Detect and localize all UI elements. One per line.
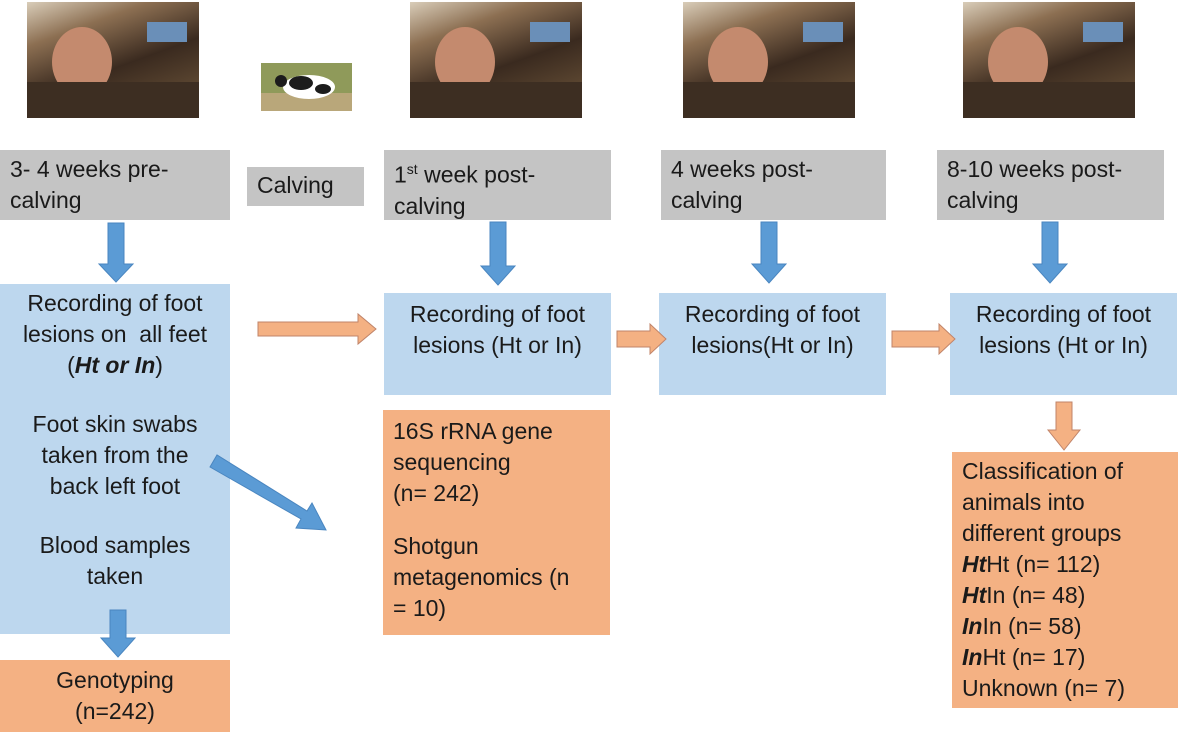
- shotgun-line1: Shotgun: [393, 533, 479, 559]
- genotyping-count: (n=242): [75, 698, 155, 724]
- milking-parlour-photo-3: [683, 2, 855, 118]
- recording-week4-line2: lesions(Ht or In): [691, 332, 854, 358]
- shotgun-line2: metagenomics (n: [393, 564, 570, 590]
- recording-pre-line1: Recording of foot: [27, 290, 203, 316]
- recording-pre-calving: Recording of foot lesions on all feet (H…: [0, 284, 230, 634]
- diagonal-arrow-swabs: [209, 454, 327, 531]
- recording-week1: Recording of foot lesions (Ht or In): [384, 293, 611, 395]
- group-inht-first: In: [962, 644, 983, 670]
- genotyping-label: Genotyping: [56, 667, 174, 693]
- swabs-line2: taken from the: [41, 442, 189, 468]
- stage-pre-calving-line1: 3- 4 weeks pre-: [10, 156, 169, 182]
- right-arrow-week1-to-week4: [616, 322, 667, 356]
- stage-calving: Calving: [247, 167, 364, 206]
- shotgun-line3: = 10): [393, 595, 447, 621]
- recording-week4: Recording of foot lesions(Ht or In): [659, 293, 886, 395]
- shotgun-metagenomics: Shotgun metagenomics (n = 10): [393, 531, 600, 624]
- group-htin: HtIn (n= 48): [962, 580, 1168, 611]
- recording-pre-calving-lesions: Recording of foot lesions on all feet (H…: [0, 288, 230, 381]
- down-arrow-week1: [479, 221, 517, 286]
- classification-heading-3: different groups: [962, 520, 1122, 546]
- recording-pre-line2: lesions on all feet: [22, 321, 208, 347]
- swabs-line1: Foot skin swabs: [32, 411, 198, 437]
- recording-week1-line1: Recording of foot: [409, 301, 586, 327]
- stage-week1-line1: 1st week post-: [394, 154, 601, 191]
- stage-week1-text: week post-: [417, 161, 536, 188]
- recording-pre-emph: Ht or In: [74, 352, 156, 378]
- classification-heading-2: animals into: [962, 489, 1085, 515]
- classification-heading-1: Classification of: [962, 458, 1124, 484]
- rrna-sequencing: 16S rRNA gene sequencing (n= 242): [393, 416, 600, 509]
- group-htht-first: Ht: [962, 551, 987, 577]
- stage-week1-number: 1: [394, 161, 407, 188]
- recording-pre-close: ): [155, 352, 163, 378]
- milking-parlour-photo-2: [410, 2, 582, 118]
- group-inin-rest: In (n= 58): [982, 613, 1082, 639]
- recording-week8-line1: Recording of foot: [975, 301, 1152, 327]
- stage-week8-line2: calving: [947, 187, 1019, 213]
- recording-pre-swabs: Foot skin swabs taken from the back left…: [0, 409, 230, 502]
- stage-pre-calving: 3- 4 weeks pre- calving: [0, 150, 230, 220]
- group-inht: InHt (n= 17): [962, 642, 1168, 673]
- recording-pre-line3: (Ht or In): [0, 350, 230, 381]
- sequencing-box: 16S rRNA gene sequencing (n= 242) Shotgu…: [383, 410, 610, 635]
- rrna-line1: 16S rRNA gene: [393, 418, 553, 444]
- classification-box: Classification of animals into different…: [952, 452, 1178, 708]
- stage-week8: 8-10 weeks post- calving: [937, 150, 1164, 220]
- recording-week4-line1: Recording of foot: [684, 301, 861, 327]
- stage-week4-line2: calving: [671, 187, 743, 213]
- swabs-line3: back left foot: [49, 473, 181, 499]
- down-arrow-week4: [750, 221, 788, 284]
- stage-calving-label: Calving: [257, 172, 334, 198]
- group-htht: HtHt (n= 112): [962, 549, 1168, 580]
- group-unknown: Unknown (n= 7): [962, 675, 1125, 701]
- group-htin-first: Ht: [962, 582, 987, 608]
- genotyping-box: Genotyping (n=242): [0, 660, 230, 732]
- stage-week1-ordinal: st: [406, 161, 418, 177]
- group-htin-rest: In (n= 48): [986, 582, 1086, 608]
- right-arrow-pre-to-week1: [257, 312, 377, 346]
- blood-line1: Blood samples: [39, 532, 191, 558]
- recording-week1-line2: lesions (Ht or In): [413, 332, 582, 358]
- stage-week4-line1: 4 weeks post-: [671, 156, 813, 182]
- group-inin-first: In: [962, 613, 983, 639]
- down-arrow-genotyping: [99, 609, 137, 658]
- down-arrow-classification: [1046, 401, 1082, 451]
- group-inht-rest: Ht (n= 17): [982, 644, 1086, 670]
- right-arrow-week4-to-week8: [891, 322, 956, 356]
- group-htht-rest: Ht (n= 112): [986, 551, 1101, 577]
- recording-week8: Recording of foot lesions (Ht or In): [950, 293, 1177, 395]
- stage-pre-calving-line2: calving: [10, 187, 82, 213]
- milking-parlour-photo-4: [963, 2, 1135, 118]
- calving-cow-photo: [261, 63, 352, 111]
- rrna-line2: sequencing: [393, 449, 511, 475]
- stage-week8-line1: 8-10 weeks post-: [947, 156, 1123, 182]
- milking-parlour-photo-1: [27, 2, 199, 118]
- stage-week1-line2: calving: [394, 192, 466, 219]
- recording-week8-line2: lesions (Ht or In): [979, 332, 1148, 358]
- down-arrow-pre: [97, 222, 135, 283]
- down-arrow-week8: [1031, 221, 1069, 284]
- stage-week1: 1st week post- calving: [384, 150, 611, 220]
- rrna-line3: (n= 242): [393, 480, 480, 506]
- recording-pre-open: (: [67, 352, 75, 378]
- group-inin: InIn (n= 58): [962, 611, 1168, 642]
- recording-pre-blood: Blood samples taken: [0, 530, 230, 592]
- stage-week4: 4 weeks post- calving: [661, 150, 886, 220]
- blood-line2: taken: [86, 563, 144, 589]
